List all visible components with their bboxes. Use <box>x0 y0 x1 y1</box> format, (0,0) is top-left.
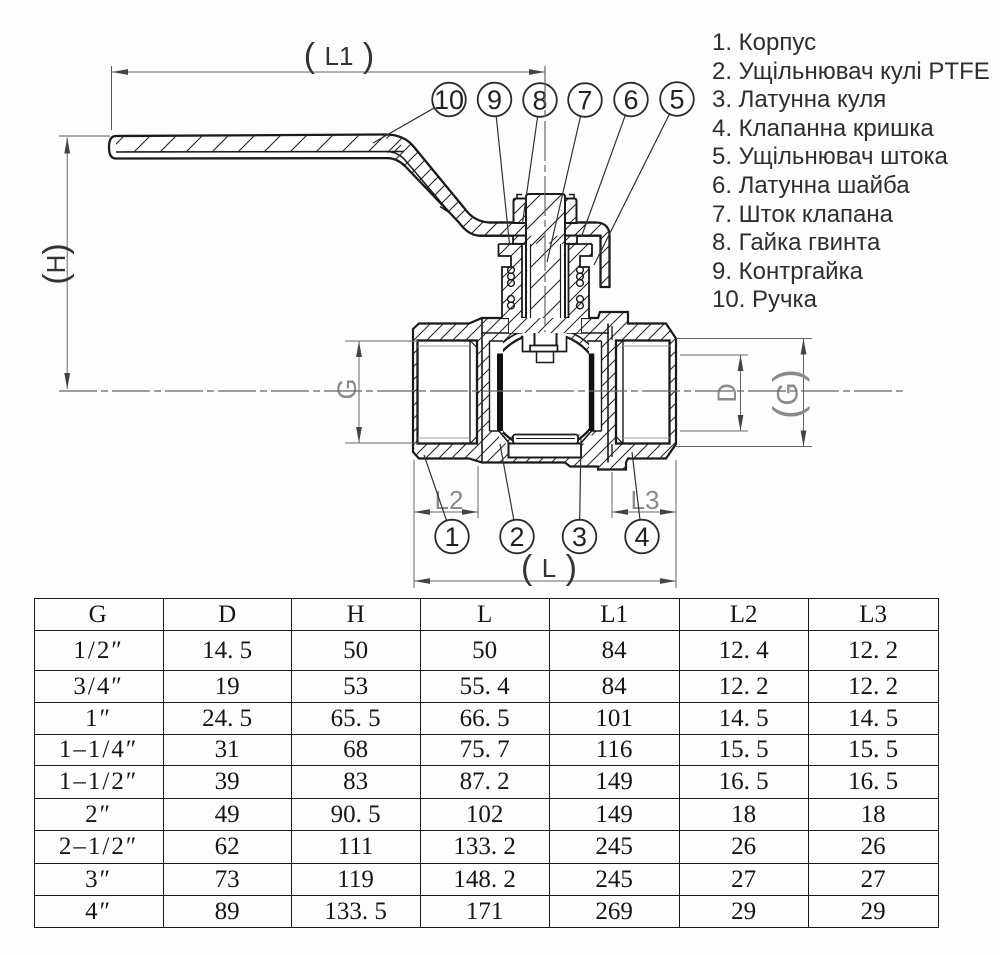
svg-text:G: G <box>332 378 362 399</box>
svg-text:( L ): ( L ) <box>521 549 577 587</box>
svg-text:4: 4 <box>634 522 649 552</box>
svg-text:10: 10 <box>434 85 464 115</box>
svg-text:( L1 ): ( L1 ) <box>304 37 374 75</box>
svg-text:7: 7 <box>577 86 592 116</box>
svg-text:1: 1 <box>444 522 459 552</box>
svg-text:6: 6 <box>623 85 638 115</box>
svg-text:5: 5 <box>669 85 684 115</box>
svg-text:(H): (H) <box>37 243 75 284</box>
svg-text:D: D <box>712 383 742 403</box>
svg-text:8: 8 <box>532 86 547 116</box>
svg-text:9: 9 <box>487 85 502 115</box>
svg-text:2: 2 <box>509 522 524 552</box>
svg-text:3: 3 <box>572 522 587 552</box>
svg-text:(G): (G) <box>766 369 810 419</box>
svg-text:L3: L3 <box>631 485 660 515</box>
